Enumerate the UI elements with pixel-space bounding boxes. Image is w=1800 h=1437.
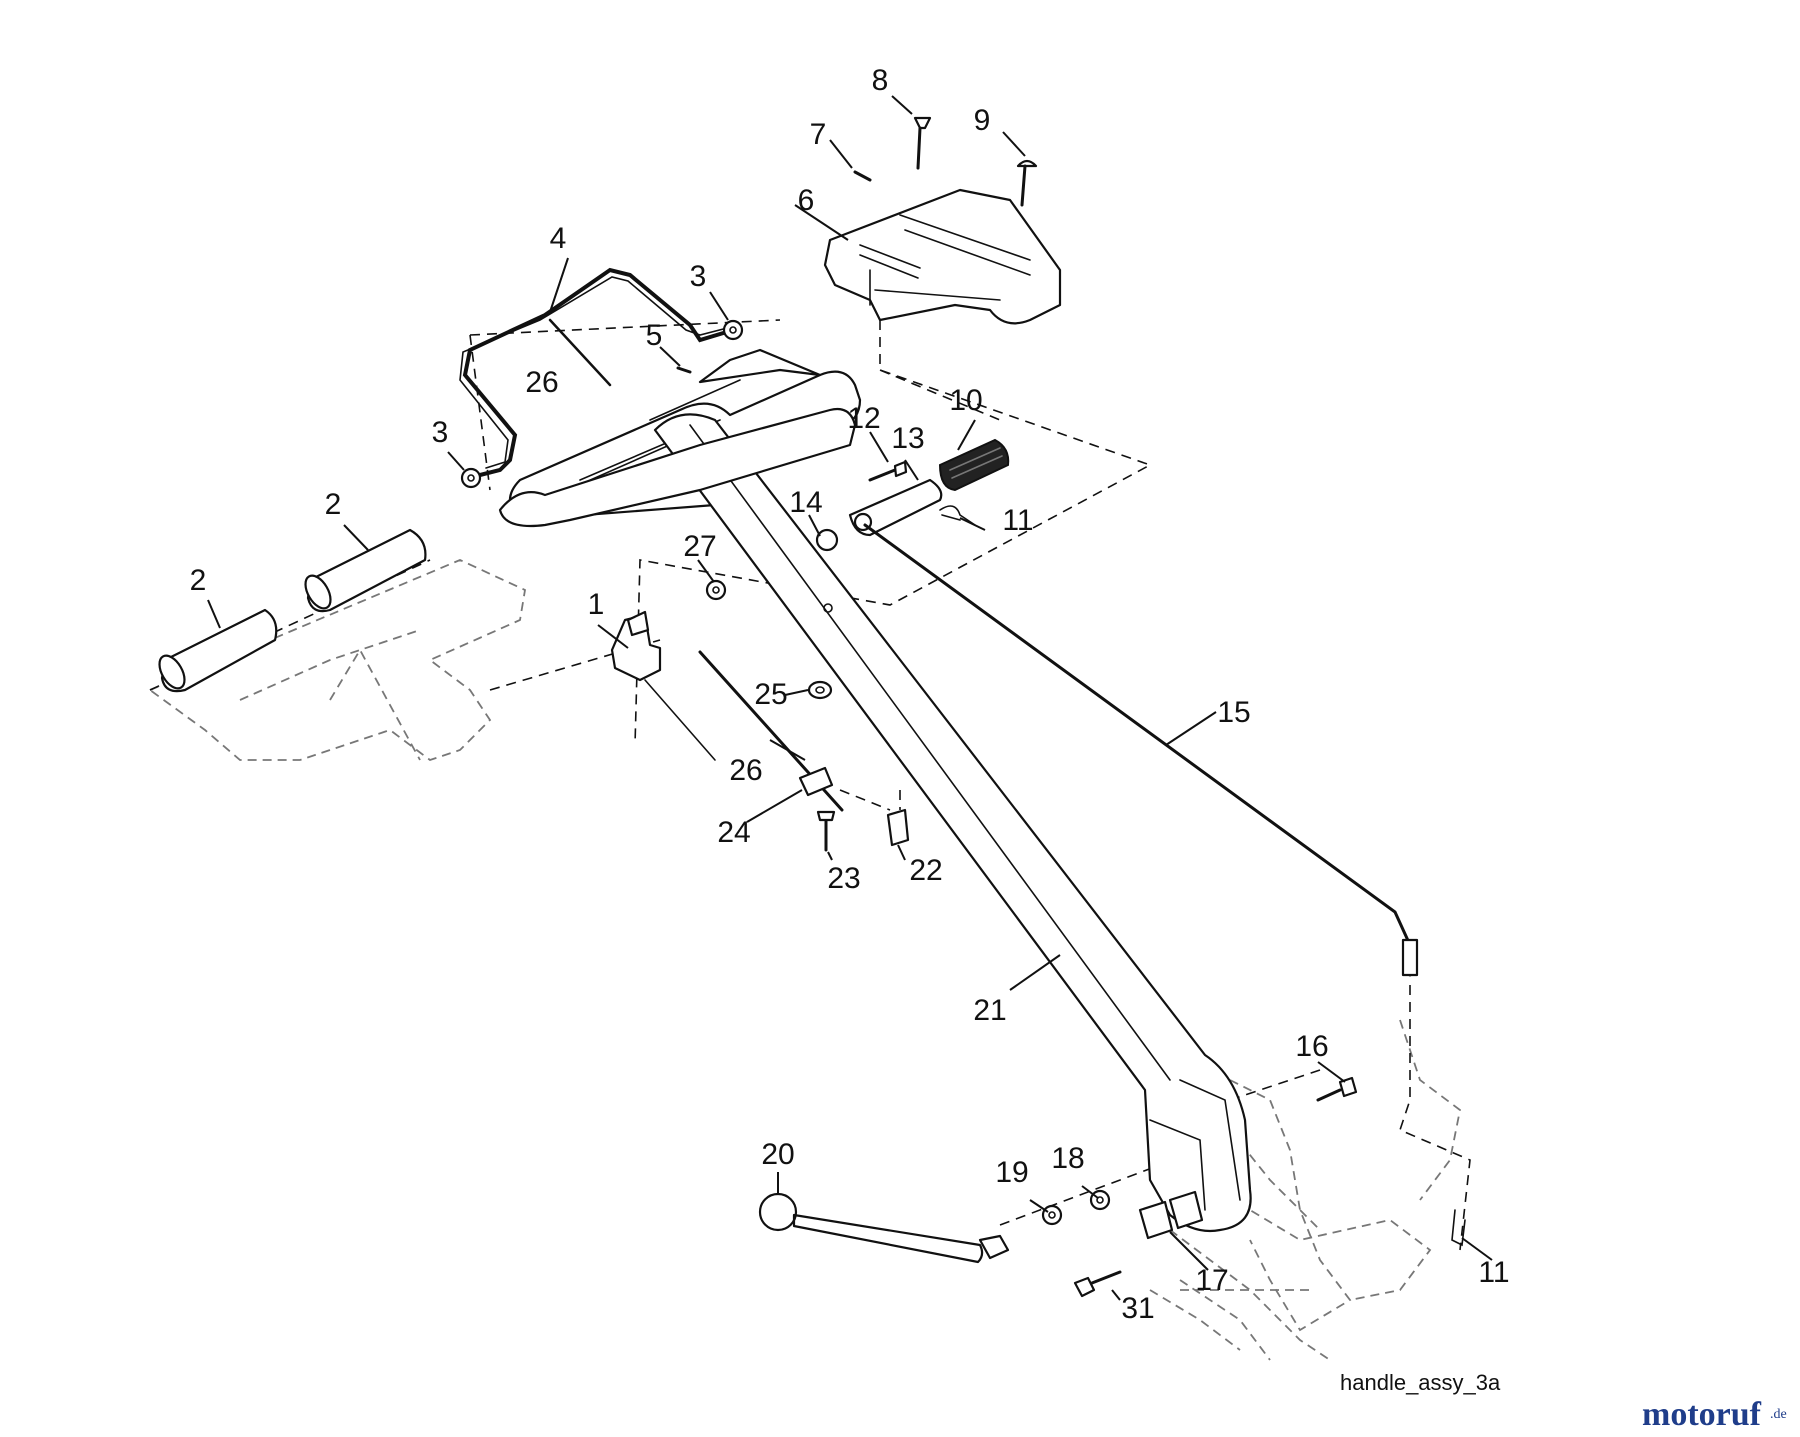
callout-22: 22 xyxy=(909,854,942,887)
nut-27 xyxy=(705,579,727,601)
diagram-caption: handle_assy_3a xyxy=(1340,1370,1501,1395)
callout-7: 7 xyxy=(810,118,827,151)
callout-26-upper: 26 xyxy=(525,366,558,399)
callout-27: 27 xyxy=(683,530,716,563)
callout-18: 18 xyxy=(1051,1142,1084,1175)
callout-2-left: 2 xyxy=(190,564,207,597)
callout-15: 15 xyxy=(1217,696,1250,729)
washer-3-right xyxy=(722,319,744,341)
bolt-9 xyxy=(1016,159,1038,207)
callouts: 1 2 2 3 3 4 5 6 7 8 9 10 11 11 12 13 14 … xyxy=(190,64,1510,1325)
callout-26-lower: 26 xyxy=(729,754,762,787)
lower-crossbar xyxy=(498,407,857,528)
callout-3-right: 3 xyxy=(690,260,707,293)
spacer-blocks-17 xyxy=(1138,1190,1204,1240)
spacer-14 xyxy=(815,528,839,552)
callout-1: 1 xyxy=(588,588,605,621)
shift-lever-arm xyxy=(848,478,943,537)
depth-lever-20 xyxy=(758,1192,1010,1264)
watermark-main: motoruf xyxy=(1642,1396,1762,1433)
hairpin-11-lower xyxy=(1451,1209,1466,1247)
brand-watermark: motoruf .de xyxy=(1642,1396,1787,1433)
callout-20: 20 xyxy=(761,1138,794,1171)
callout-17: 17 xyxy=(1195,1264,1228,1297)
bail-link-rod-26 xyxy=(548,318,612,387)
callout-24: 24 xyxy=(717,816,750,849)
hairpin-11 xyxy=(939,505,976,526)
clip-22 xyxy=(886,808,910,847)
screw-7 xyxy=(853,170,872,182)
callout-9: 9 xyxy=(974,104,991,137)
callout-21: 21 xyxy=(973,994,1006,1027)
callout-16: 16 xyxy=(1295,1030,1328,1063)
callout-10: 10 xyxy=(949,384,982,417)
nut-25 xyxy=(807,680,833,700)
bolt-16 xyxy=(1316,1076,1358,1102)
callout-23: 23 xyxy=(827,862,860,895)
ghost-outlines xyxy=(148,559,1461,1361)
handle-tube xyxy=(653,413,1252,1233)
rod-fitting-24 xyxy=(798,766,834,797)
leader-lines xyxy=(207,95,1493,1301)
callout-25: 25 xyxy=(754,678,787,711)
callout-4: 4 xyxy=(550,222,567,255)
bail-rod-inner xyxy=(459,276,736,469)
washer-19 xyxy=(1041,1204,1063,1226)
screw-8 xyxy=(913,116,932,170)
callout-6: 6 xyxy=(798,184,815,217)
watermark-suffix: .de xyxy=(1770,1407,1787,1422)
pin-5 xyxy=(676,366,692,374)
control-lever-bracket xyxy=(610,610,716,761)
callout-12: 12 xyxy=(847,402,880,435)
callout-11-lower: 11 xyxy=(1478,1256,1509,1289)
callout-8: 8 xyxy=(872,64,889,97)
callout-5: 5 xyxy=(646,319,663,352)
grip-sleeve xyxy=(158,528,427,693)
bail-rod xyxy=(462,267,742,477)
callout-13: 13 xyxy=(891,422,924,455)
callout-31: 31 xyxy=(1121,1292,1154,1325)
callout-14: 14 xyxy=(789,486,822,519)
bolt-23 xyxy=(816,810,836,852)
washer-3-left xyxy=(460,467,482,489)
shift-rod-tip xyxy=(1401,938,1419,977)
shift-grip xyxy=(938,438,1010,492)
callout-3-left: 3 xyxy=(432,416,449,449)
callout-2-right: 2 xyxy=(325,488,342,521)
bolt-31 xyxy=(1073,1270,1122,1298)
callout-19: 19 xyxy=(995,1156,1028,1189)
callout-11-upper: 11 xyxy=(1002,504,1033,537)
pin-12 xyxy=(868,460,908,482)
control-cover xyxy=(823,188,1062,325)
